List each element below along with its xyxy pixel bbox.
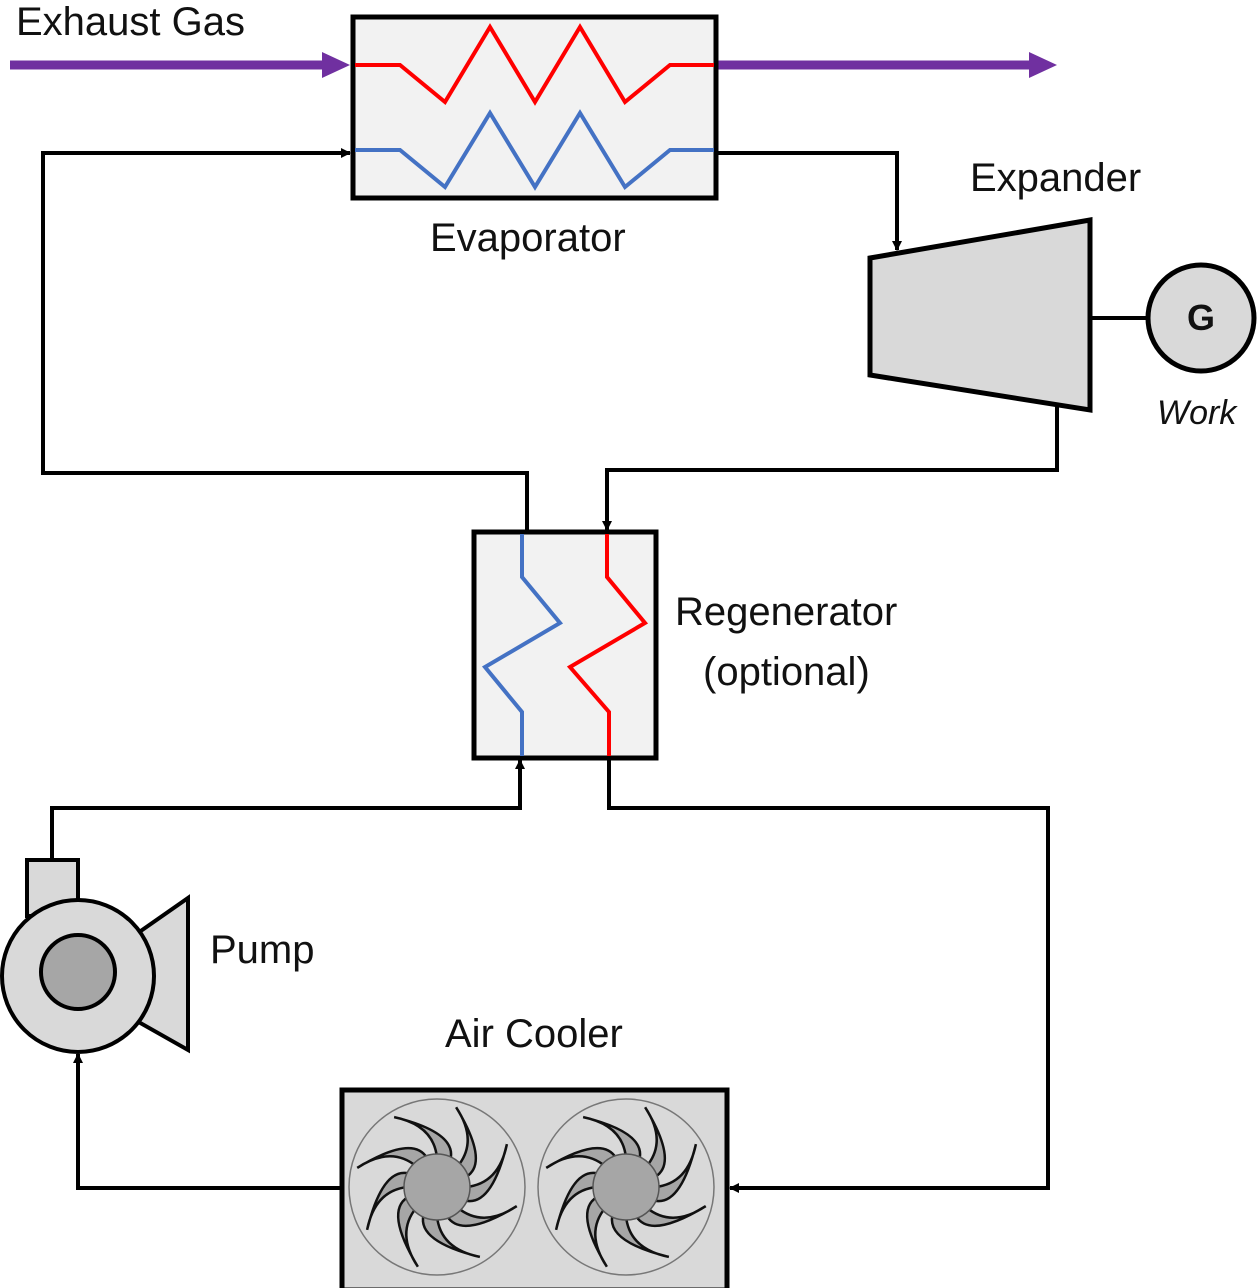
evaporator-hot-coil [355, 23, 714, 106]
evaporator [350, 14, 719, 201]
fan-blade [585, 1195, 608, 1268]
fan-icon [537, 1098, 715, 1276]
fan-blade [610, 1213, 670, 1259]
fan-hub [403, 1153, 471, 1221]
regenerator [471, 529, 659, 761]
air-cooler [339, 1087, 730, 1288]
regenerator-optional-label: (optional) [703, 650, 870, 694]
pump-label: Pump [210, 928, 315, 972]
fan-blade [463, 1143, 509, 1203]
pipe-expander-to-regenerator [602, 405, 1059, 531]
evaporator-cold-coil [355, 109, 714, 191]
pipe-air-cooler-to-pump [73, 1053, 342, 1190]
pump [0, 858, 190, 1054]
fan-blade [634, 1205, 707, 1228]
fan-blade [421, 1213, 481, 1259]
generator [1145, 262, 1257, 374]
expander-label: Expander [970, 156, 1142, 200]
fan-blade [393, 1115, 453, 1161]
expander [867, 217, 1093, 413]
exhaust-gas-inlet-arrow [10, 52, 350, 78]
exhaust-gas-outlet-arrow [716, 52, 1057, 78]
fan-blade [365, 1171, 411, 1231]
pipe-regenerator-to-air-cooler [607, 758, 1050, 1193]
fan-hub [592, 1153, 660, 1221]
fan-blade [582, 1115, 642, 1161]
regenerator-cold-coil [481, 534, 564, 756]
pipe-pump-to-regenerator [50, 759, 525, 860]
fan-blade [445, 1205, 518, 1228]
air-cooler-label: Air Cooler [445, 1012, 623, 1056]
fan-blade [545, 1146, 618, 1169]
fan-blade [455, 1106, 478, 1179]
work-label: Work [1157, 394, 1237, 432]
fan-blade [554, 1171, 600, 1231]
regenerator-hot-coil [566, 534, 649, 756]
fan-blade [644, 1106, 667, 1179]
fan-blade [356, 1146, 429, 1169]
generator-symbol: G [1187, 297, 1216, 338]
fan-icon [348, 1098, 526, 1276]
exhaust-gas-label: Exhaust Gas [16, 0, 246, 44]
fan-blade [396, 1195, 419, 1268]
evaporator-label: Evaporator [430, 216, 626, 260]
pipe-evaporator-to-expander [716, 151, 902, 251]
pump-impeller [39, 933, 117, 1011]
regenerator-label: Regenerator [675, 590, 898, 634]
pipe-regenerator-to-evaporator [41, 148, 529, 532]
fan-blade [652, 1143, 698, 1203]
